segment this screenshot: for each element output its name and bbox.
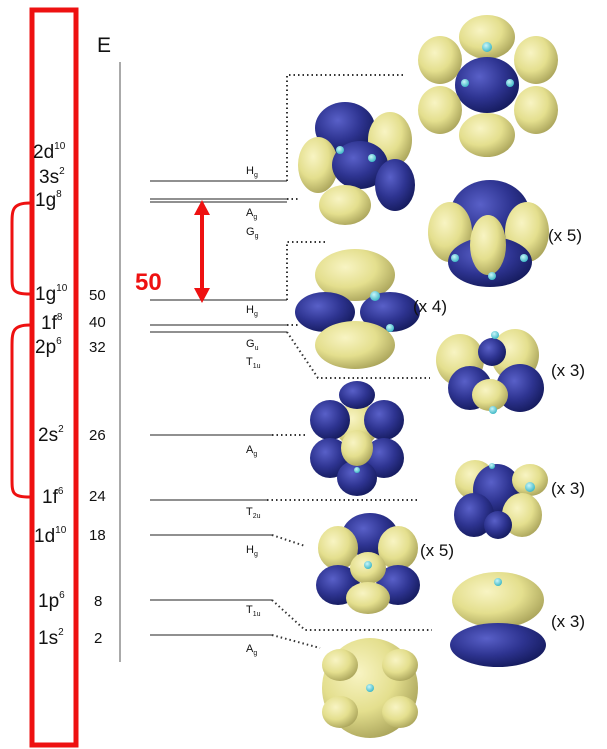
electron-count: 2 xyxy=(94,630,102,647)
symmetry-label: Gg xyxy=(246,226,259,240)
shell-label: 2d10 xyxy=(33,141,66,163)
shell-label: 1s2 xyxy=(38,627,64,649)
orbital-x5-right xyxy=(428,180,549,287)
symmetry-label: T2u xyxy=(246,506,261,520)
gap-arrow xyxy=(194,200,210,303)
orbital-mid-left xyxy=(310,381,404,496)
shell-label: 1g8 xyxy=(35,189,62,211)
multiplicity-label: (x 3) xyxy=(551,361,585,380)
shell-labels: 2d10 3s2 1g8 1g10 1f8 2p6 2s2 1f6 1d10 1… xyxy=(33,141,68,649)
electron-counts: 50 40 32 26 24 18 8 2 xyxy=(89,287,106,647)
multiplicity-label: (x 5) xyxy=(548,226,582,245)
orbital-upper-left xyxy=(298,102,415,225)
electron-count: 26 xyxy=(89,427,106,444)
orbital-x3-right xyxy=(436,329,544,414)
multiplicity-label: (x 3) xyxy=(551,612,585,631)
electron-count: 8 xyxy=(94,593,102,610)
symmetry-label: T1u xyxy=(246,356,261,370)
bracket-upper xyxy=(10,201,31,296)
symmetry-label: Ag xyxy=(246,643,257,657)
shell-label: 3s2 xyxy=(39,166,65,188)
symmetry-label: Hg xyxy=(246,544,258,558)
shell-label: 1d10 xyxy=(34,525,67,547)
orbital-x3-right-lower xyxy=(454,460,548,539)
symmetry-label: Gu xyxy=(246,338,259,352)
shell-label: 1f6 xyxy=(42,486,64,508)
symmetry-label: Hg xyxy=(246,165,258,179)
shell-label: 1g10 xyxy=(35,283,68,305)
multiplicity-label: (x 5) xyxy=(420,541,454,560)
shell-label: 1p6 xyxy=(38,590,65,612)
axis-label: E xyxy=(97,34,111,57)
symmetry-labels: Hg Ag Gg Hg Gu T1u Ag T2u Hg T1u Ag xyxy=(246,165,261,657)
orbital-x5-left xyxy=(316,513,420,614)
shell-frame xyxy=(29,7,79,748)
orbital-x4-left xyxy=(295,249,420,369)
electron-count: 18 xyxy=(89,527,106,544)
multiplicity-labels: (x 5) (x 4) (x 3) (x 3) (x 5) (x 3) xyxy=(413,226,585,631)
multiplicity-label: (x 3) xyxy=(551,479,585,498)
symmetry-label: Ag xyxy=(246,207,257,221)
shell-label: 1f8 xyxy=(41,312,63,334)
electron-count: 50 xyxy=(89,287,106,304)
energy-levels xyxy=(150,180,287,636)
electron-count: 24 xyxy=(89,488,106,505)
electron-count: 40 xyxy=(89,314,106,331)
electron-count: 32 xyxy=(89,339,106,356)
symmetry-label: T1u xyxy=(246,604,261,618)
shell-label: 2s2 xyxy=(38,424,64,446)
orbital-top-right xyxy=(418,15,558,157)
gap-label: 50 xyxy=(135,269,162,296)
symmetry-label: Ag xyxy=(246,444,257,458)
multiplicity-label: (x 4) xyxy=(413,297,447,316)
orbital-bottom xyxy=(322,638,418,738)
bracket-lower xyxy=(10,323,31,499)
orbital-x3-bottom-right xyxy=(450,572,546,667)
connectors xyxy=(267,74,432,649)
symmetry-label: Hg xyxy=(246,304,258,318)
shell-label: 2p6 xyxy=(35,336,62,358)
